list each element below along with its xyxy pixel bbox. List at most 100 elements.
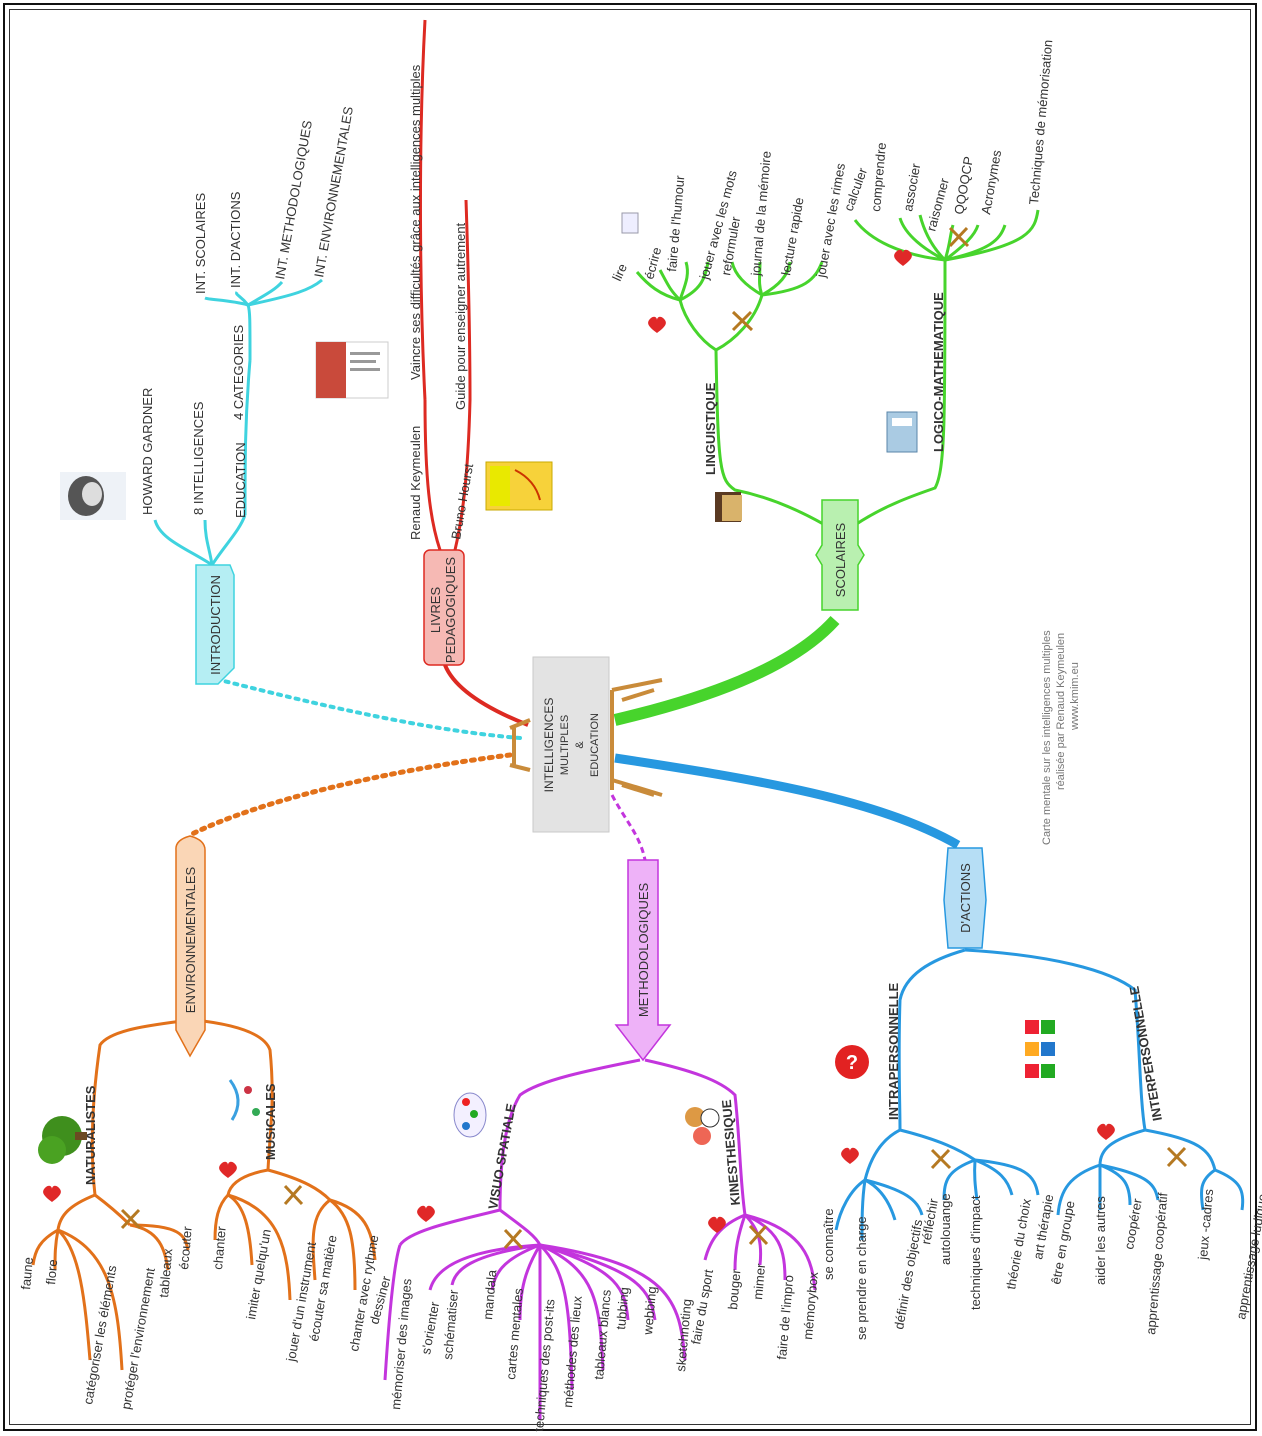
logico-item: Techniques de mémorisation [1026,39,1055,205]
linguistique-item: écrire [641,245,664,280]
introduction-item: 8 INTELLIGENCES [191,401,206,515]
logico-item: associer [900,162,923,213]
environnementales-lines [31,1018,377,1371]
introduction-item: EDUCATION [233,442,248,518]
linguistique-item: journal de la mémoire [748,150,774,277]
heart-icon [648,316,666,333]
intra-item: autolouange [938,1193,953,1265]
kines-item: mimer [750,1262,768,1300]
kines-item: mémorybox [800,1271,821,1340]
scolaires-title: SCOLAIRES [833,522,848,597]
svg-text:?: ? [846,1052,858,1074]
intra-title: INTRAPERSONNELLE [886,982,901,1120]
outer-frame [3,3,1257,1431]
introduction-box [195,564,235,685]
inter-item: coopérer [1121,1197,1145,1251]
actions-node[interactable]: D'ACTIONS [943,847,987,949]
heart-icon [1097,1123,1115,1140]
linguistique-item: jouer avec les rimes [813,162,848,280]
visuo-item: s'orienter [418,1300,442,1356]
tools-icon [930,1148,952,1170]
tools-icon [120,1208,142,1230]
naturalistes-title: NATURALISTES [83,1085,98,1185]
inner-frame [9,9,1251,1425]
naturalistes-item: protéger l'environnement [118,1266,158,1410]
livres-title-2: PEDAGOGIQUES [443,557,458,664]
naturalistes-item: catégoriser les éléments [80,1264,119,1406]
heart-icon [708,1216,726,1233]
tree-icon [38,1116,87,1164]
tools-icon [503,1228,524,1250]
livres-book: Vaincre ses difficultés grâce aux intell… [408,64,423,380]
actions-lines [834,948,1245,1241]
branch-actions: D'ACTIONS INTRAPERSONNELLE INTERPERSONNE… [821,847,1262,1340]
visuo-item: webbing [640,1286,659,1337]
inter-title: INTERPERSONNELLE [1126,985,1165,1122]
center-line2: MULTIPLES [559,715,571,775]
puzzle-people-icon [1025,1020,1055,1078]
methodologiques-lines [383,1058,817,1420]
sports-balls-icon [685,1107,720,1145]
livres-node[interactable]: LIVRES PEDAGOGIQUES [423,549,465,666]
branch-methodologiques: METHODOLOGIQUES VISUO-SPATIALE KINESTHES… [366,859,821,1432]
introduction-node[interactable]: INTRODUCTION [195,564,235,685]
logico-item: raisonner [923,176,952,233]
linguistique-item: lecture rapide [778,196,806,276]
actions-box [943,847,987,949]
branch-livres: LIVRES PEDAGOGIQUES Renaud Keymeulen Bru… [315,19,553,666]
introduction-lines [153,278,323,567]
introduction-item: HOWARD GARDNER [140,388,155,515]
center-line1: INTELLIGENCES [542,698,556,793]
credit-line: Carte mentale sur les intelligences mult… [1041,630,1053,845]
naturalistes-item: écouter [176,1225,195,1270]
methodologiques-title: METHODOLOGIQUES [636,883,651,1018]
inter-item: aider les autres [1093,1196,1108,1285]
music-notes-icon [228,1079,260,1121]
scolaires-box [815,499,865,611]
kines-item: bouger [725,1268,744,1310]
introduction-item: 4 CATEGORIES [231,325,246,420]
tools-icon [283,1184,304,1206]
introduction-title: INTRODUCTION [208,575,223,675]
book-cover-icon [315,341,389,399]
credit-block: Carte mentale sur les intelligences mult… [1041,630,1081,845]
scolaires-node[interactable]: SCOLAIRES [815,499,865,611]
livres-book: Guide pour enseigner autrement [453,222,468,410]
introduction-category: INT. METHODOLOGIQUES [272,119,315,281]
branch-scolaires: SCOLAIRES LINGUISTIQUE LOGICO-MATHEMATIQ… [609,39,1055,611]
center-box [532,656,610,833]
environnementales-node[interactable]: ENVIRONNEMENTALES [175,835,206,1058]
branch-environnementales: ENVIRONNEMENTALES NATURALISTES MUSICALES… [18,835,381,1411]
visuo-item: sketchnoting [673,1298,694,1372]
visuo-item: tubbing [613,1286,632,1330]
books-icon [715,492,742,522]
branch-introduction: INTRODUCTION HOWARD GARDNER 8 INTELLIGEN… [60,105,356,685]
linguistique-item: faire de l'humour [664,174,687,272]
logico-item: QQOQCP [951,155,976,215]
heart-icon [894,249,912,266]
connector-scolaires [613,615,840,726]
linguistique-item: lire [609,261,630,283]
logico-item: Acronymes [978,148,1004,215]
heart-icon [43,1185,61,1202]
logico-item: comprendre [868,142,889,212]
main-connectors [187,615,961,861]
tools-icon [948,226,970,248]
center-line4: EDUCATION [589,713,601,777]
methodologiques-node[interactable]: METHODOLOGIQUES [614,859,672,1062]
visuo-item: schématiser [440,1288,461,1360]
livres-box [423,549,465,666]
center-node[interactable]: INTELLIGENCES MULTIPLES & EDUCATION [509,656,663,833]
paint-palette-icon [453,1092,487,1138]
intra-item: techniques d'impact [968,1195,983,1310]
linguistique-title: LINGUISTIQUE [703,382,718,475]
musicales-title: MUSICALES [263,1083,278,1160]
connector-livres [443,664,529,727]
environnementales-box [175,835,206,1058]
methodologiques-box [614,859,672,1062]
visuo-item: méthodes des lieux [560,1295,585,1408]
scolaires-lines [635,209,1040,527]
heart-icon [417,1205,435,1222]
